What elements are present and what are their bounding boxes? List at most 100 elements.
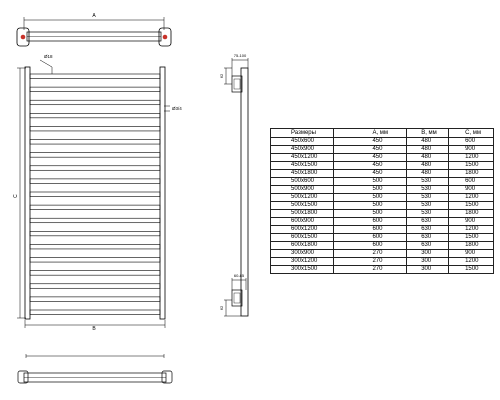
table-cell: 600x1500 [269, 233, 335, 242]
header-size: Размеры [269, 128, 335, 138]
side-riser [240, 67, 249, 317]
table-cell: 1800 [448, 241, 494, 250]
table-cell: 530 [406, 201, 450, 210]
left-connector [16, 27, 30, 47]
table-cell: 600x900 [269, 217, 335, 226]
table-cell: 600 [448, 137, 494, 146]
crossbars [29, 73, 161, 315]
crossbar [29, 178, 161, 184]
table-cell: 450x1800 [269, 169, 335, 178]
table-cell: 600 [333, 225, 408, 234]
table-cell: 630 [406, 233, 450, 242]
table-cell: 500 [333, 201, 408, 210]
table-cell: 500 [333, 177, 408, 186]
right-riser [159, 66, 166, 320]
table-cell: 480 [406, 137, 450, 146]
table-header-row: Размеры A, мм B, мм C, мм [269, 128, 494, 138]
table-cell: 600 [448, 177, 494, 186]
header-c: C, мм [448, 128, 494, 138]
table-cell: 500x900 [269, 185, 335, 194]
table-cell: 270 [333, 249, 408, 258]
table-cell: 450x1200 [269, 153, 335, 162]
crossbar [29, 296, 161, 302]
dimension-b-label: B [92, 326, 96, 332]
table-cell: 1500 [448, 265, 494, 274]
crossbar [29, 217, 161, 224]
table-cell: 270 [333, 257, 408, 266]
table-cell: 1200 [448, 193, 494, 202]
offset-bottom-label: 62 [219, 305, 224, 310]
crossbar [29, 204, 161, 210]
dimension-a-label: A [92, 13, 96, 19]
table-cell: 1200 [448, 225, 494, 234]
depth-bottom-label: 60-85 [234, 273, 245, 278]
crossbar [29, 152, 161, 158]
offset-top-label: 62 [219, 73, 224, 78]
table-cell: 900 [448, 185, 494, 194]
table-cell: 530 [406, 193, 450, 202]
header-a: A, мм [333, 128, 408, 138]
table-cell: 450 [333, 161, 408, 170]
table-cell: 500 [333, 193, 408, 202]
table-cell: 450 [333, 145, 408, 154]
table-cell: 480 [406, 169, 450, 178]
table-cell: 600 [333, 241, 408, 250]
table-cell: 450x600 [269, 137, 335, 146]
table-cell: 1500 [448, 233, 494, 242]
crossbar [29, 283, 161, 289]
header-b: B, мм [406, 128, 450, 138]
right-connector [158, 27, 172, 47]
crossbar [29, 126, 161, 132]
table-cell: 500 [333, 209, 408, 218]
depth-top-label: 75-100 [234, 53, 247, 58]
table-cell: 300x900 [269, 249, 335, 258]
table-cell: 530 [406, 185, 450, 194]
table-cell: 500x600 [269, 177, 335, 186]
crossbar [29, 99, 161, 106]
table-cell: 630 [406, 217, 450, 226]
crossbar [29, 257, 161, 263]
table-cell: 500 [333, 185, 408, 194]
left-riser [24, 66, 31, 320]
dimension-c-label: C [13, 194, 19, 198]
table-cell: 630 [406, 241, 450, 250]
bar-diameter-label: Ø18 [44, 54, 53, 59]
front-view [17, 59, 170, 328]
table-cell: 900 [448, 217, 494, 226]
side-view [224, 58, 249, 317]
connection-size-label: Ø3/4 [172, 106, 182, 111]
crossbar [29, 73, 161, 79]
crossbar [29, 165, 161, 171]
top-bracket [231, 75, 243, 93]
table-cell: 530 [406, 209, 450, 218]
table-cell: 300x1200 [269, 257, 335, 266]
table-cell: 480 [406, 161, 450, 170]
crossbar [29, 113, 161, 119]
table-cell: 450 [333, 137, 408, 146]
crossbar [29, 309, 161, 315]
table-cell: 300x1500 [269, 265, 335, 274]
table-cell: 1800 [448, 209, 494, 218]
left-inlet-marker [20, 34, 26, 40]
table-cell: 300 [406, 257, 450, 266]
bottom-bracket [231, 289, 243, 307]
table-cell: 500x1500 [269, 201, 335, 210]
table-cell: 1500 [448, 161, 494, 170]
table-cell: 900 [448, 249, 494, 258]
table-cell: 450 [333, 169, 408, 178]
crossbar [29, 270, 161, 276]
crossbar [29, 231, 161, 237]
